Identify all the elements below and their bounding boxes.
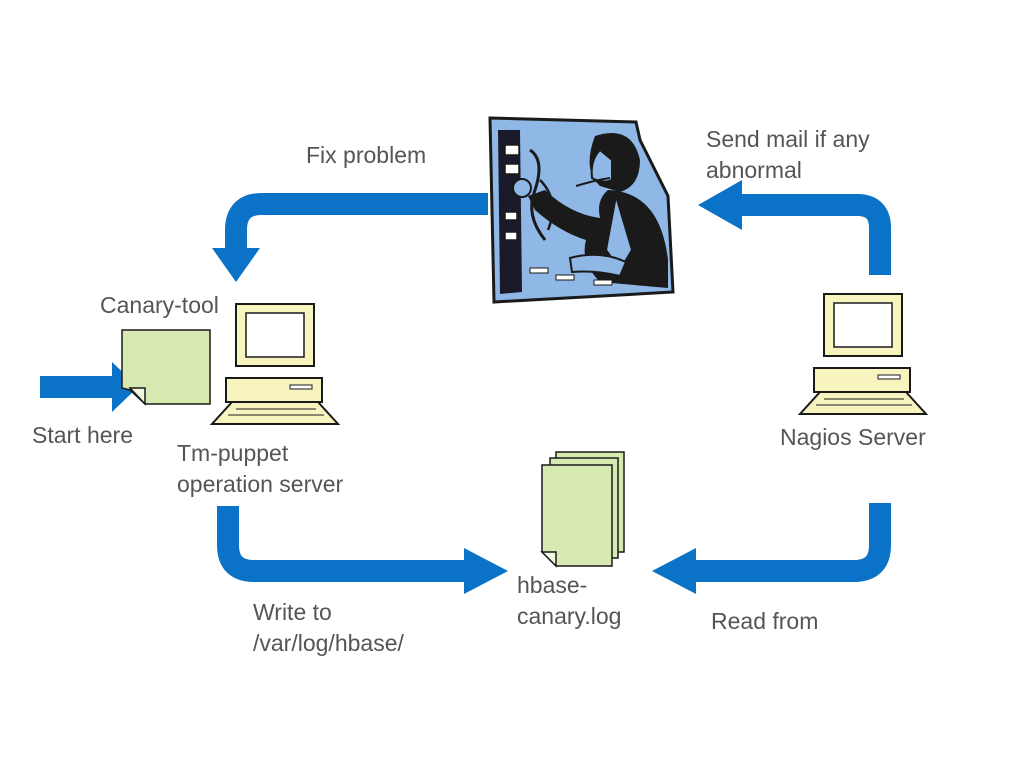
log-label-line1: hbase- <box>517 572 588 598</box>
document-icon <box>121 329 211 406</box>
arrow-read-from <box>652 503 891 594</box>
arrow-send-mail <box>698 180 891 275</box>
canary-tool-label: Canary-tool <box>100 292 219 318</box>
start-here-label: Start here <box>32 422 133 448</box>
computer-icon <box>209 303 341 425</box>
operator-icon <box>488 116 675 304</box>
computer-icon <box>797 293 929 415</box>
fix-problem-label: Fix problem <box>306 142 427 168</box>
nagios-server-label: Nagios Server <box>780 424 926 450</box>
send-mail-label-line2: abnormal <box>706 157 802 183</box>
tm-puppet-label-line2: operation server <box>177 471 344 497</box>
read-from-label: Read from <box>711 608 819 634</box>
write-to-label-line1: Write to <box>253 599 332 625</box>
write-to-label-line2: /var/log/hbase/ <box>253 630 404 656</box>
send-mail-label-line1: Send mail if any <box>706 126 870 152</box>
arrow-write-to <box>217 506 508 594</box>
tm-puppet-label-line1: Tm-puppet <box>177 440 289 466</box>
log-label-line2: canary.log <box>517 603 622 629</box>
arrow-fix-problem <box>212 193 488 282</box>
document-stack-icon <box>540 451 625 568</box>
